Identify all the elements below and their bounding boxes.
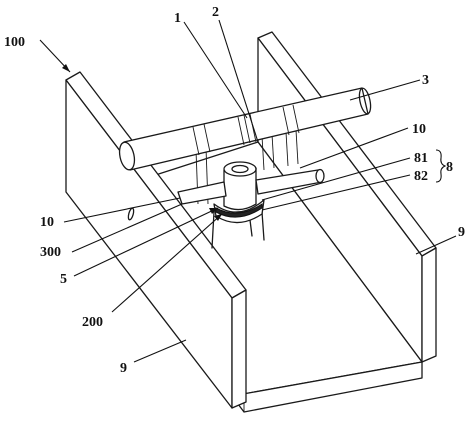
label-3: 3 [422,73,429,88]
tube-right-end [358,87,372,115]
tube-left-end [118,141,136,171]
label-9-right: 9 [458,225,465,240]
floor-front-step [231,361,423,413]
right-branch-end [315,168,325,184]
label-5: 5 [60,272,67,287]
leader-lines [39,19,457,363]
right-wall-end [421,247,437,363]
label-300: 300 [40,245,61,260]
label-1: 1 [174,11,181,26]
nozzle-ring [215,203,263,218]
label-200: 200 [82,315,103,330]
cylinder-top [223,161,257,177]
central-cylinder [223,167,257,211]
support-leg [211,211,215,249]
support-leg [249,219,253,237]
label-2: 2 [212,5,219,20]
support-leg [261,211,265,241]
label-81: 81 [414,151,428,166]
nozzle-base [213,199,265,224]
label-82: 82 [414,169,428,184]
label-8: 8 [446,160,453,175]
left-wall-end [231,289,247,409]
cylinder-bore [231,164,249,174]
label-10-upper: 10 [412,122,426,137]
label-10-lower: 10 [40,215,54,230]
group-brace [435,149,447,183]
label-9-bottom: 9 [120,361,127,376]
label-100: 100 [4,35,25,50]
